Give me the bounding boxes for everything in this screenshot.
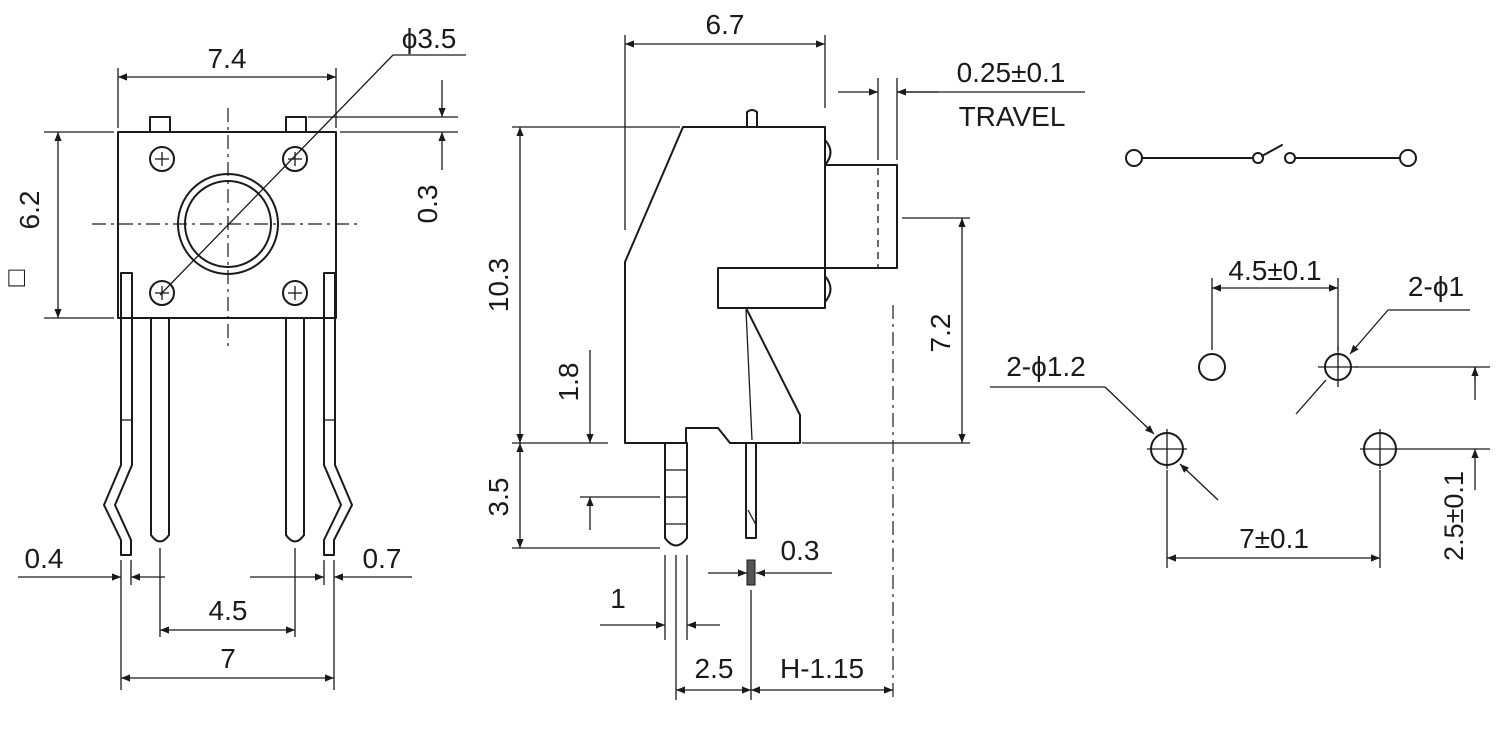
- button-outer: [177, 173, 279, 275]
- dim-height-label: 10.3: [483, 258, 514, 313]
- dim-width-label: 7.4: [208, 43, 247, 74]
- screw-icon: [282, 146, 308, 172]
- dim-actuator-height-label: 7.2: [925, 314, 956, 353]
- small-holes-label: 2-ϕ1: [1408, 271, 1464, 302]
- dim-button-diameter-label: ϕ3.5: [402, 23, 457, 54]
- dim-body-size-label: 6.2: [14, 191, 45, 230]
- screw-icon: [282, 280, 308, 306]
- side-step-block: [717, 267, 826, 309]
- dim-step-height-label: 1.8: [553, 363, 584, 402]
- large-holes-label: 2-ϕ1.2: [1006, 351, 1086, 382]
- top-nub-left: [149, 116, 171, 133]
- switch-icon: [1125, 144, 1417, 167]
- dim-mount-pitch-label: 7±0.1: [1239, 523, 1309, 554]
- inner-pin-left: [150, 317, 170, 543]
- side-pin: [664, 442, 688, 547]
- side-view: [512, 35, 1085, 700]
- plunger-tip: [746, 109, 758, 128]
- side-lead: [745, 442, 757, 539]
- dim-inner-pitch-label: 4.5: [209, 595, 248, 626]
- screw-icon: [149, 146, 175, 172]
- dim-pin-width-label: 1: [610, 583, 626, 614]
- travel-label: TRAVEL: [959, 101, 1066, 132]
- dim-pin-thickness-right-label: 0.7: [363, 543, 402, 574]
- pcb-layout: [990, 278, 1490, 568]
- dim-pin-clearance-label: 0.3: [412, 185, 443, 224]
- dim-offset-label: H-1.15: [780, 653, 864, 684]
- outer-leg-left: [103, 272, 133, 556]
- top-nub-right: [285, 116, 307, 133]
- button-inner: [184, 180, 272, 268]
- square-symbol: □: [0, 269, 31, 286]
- inner-pin-right: [285, 317, 305, 543]
- outer-leg-right: [323, 272, 353, 556]
- dim-vertical-offset-label: 2.5±0.1: [1439, 471, 1469, 561]
- dim-depth-label: 6.7: [706, 9, 745, 40]
- dim-outer-pitch-label: 7: [220, 643, 236, 674]
- switch-body: [117, 131, 337, 319]
- dim-lead-thickness-label: 0.3: [781, 535, 820, 566]
- dim-pin-length-label: 3.5: [483, 478, 514, 517]
- dim-signal-pitch-label: 4.5±0.1: [1228, 255, 1321, 286]
- dim-travel-value-label: 0.25±0.1: [957, 57, 1066, 88]
- front-view: [18, 54, 466, 690]
- dim-pin-thickness-left-label: 0.4: [25, 543, 64, 574]
- signal-hole: [1198, 353, 1226, 381]
- dim-pin-spacing-label: 2.5: [695, 653, 734, 684]
